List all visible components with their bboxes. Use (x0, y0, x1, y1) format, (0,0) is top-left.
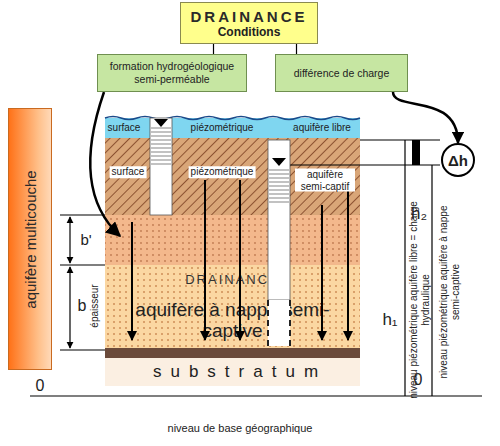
annotation-label: 0 (414, 371, 423, 389)
water-band (105, 118, 360, 138)
substratum-band (105, 348, 360, 358)
annotation-label: piézométrique (189, 166, 256, 178)
annotation-label: niveau piézométrique aquifère à nappe se… (438, 197, 461, 387)
leader-arrow (90, 92, 120, 236)
node-text: aquifère à nappe semi-captive (133, 300, 333, 342)
annotation-label: piézométrique (191, 122, 254, 134)
node-text: Conditions (218, 25, 281, 39)
condition-box: formation hydrogéologique semi-perméable (97, 54, 247, 92)
node-text: DRAINANCE (185, 272, 280, 287)
water-level-mark (272, 158, 286, 166)
node-text: DRAINANCE (191, 8, 308, 25)
annotation-label: 0 (36, 377, 45, 395)
annotation-label: niveau piézométrique aquifère libre = ch… (408, 200, 431, 400)
annotation-label: aquifère semi-captif (295, 169, 355, 192)
aquifer-layer: DRAINANCE aquifère à nappe semi-captive (105, 265, 360, 348)
annotation-label: surface (108, 122, 141, 134)
node-text: aquifère multicouche (22, 170, 39, 308)
well-2-water (269, 170, 289, 202)
node-text: formation hydrogéologique semi-perméable (102, 60, 242, 85)
upper-aquifer (105, 138, 360, 215)
substratum-fill (105, 358, 360, 386)
annotation-label: substratum (153, 362, 327, 382)
node-text: Δh (448, 152, 468, 169)
semi-permeable-layer (105, 215, 360, 265)
thickness-dimensions (60, 215, 105, 350)
connector (213, 44, 214, 54)
annotation-label: aquifère libre (293, 122, 351, 134)
connector (296, 44, 297, 54)
condition-box: différence de charge (275, 54, 408, 92)
head-difference-bar (412, 140, 420, 165)
well-1 (150, 118, 172, 215)
title-box: DRAINANCEConditions (180, 2, 318, 44)
water-surface (105, 117, 360, 120)
head-difference-circle: Δh (441, 143, 475, 177)
well-1-water (151, 128, 171, 164)
water-level-mark (154, 119, 168, 127)
annotation-label: b' (80, 231, 91, 248)
annotation-label: h₁ (382, 310, 397, 330)
multilayer-band: aquifère multicouche (8, 108, 52, 370)
annotation-label: b (78, 297, 87, 315)
annotation-label: niveau de base géographique (168, 422, 313, 435)
connector (393, 92, 458, 143)
annotation-label: épaisseur (89, 284, 101, 327)
annotation-label: surface (110, 166, 147, 178)
node-text: différence de charge (294, 67, 390, 80)
